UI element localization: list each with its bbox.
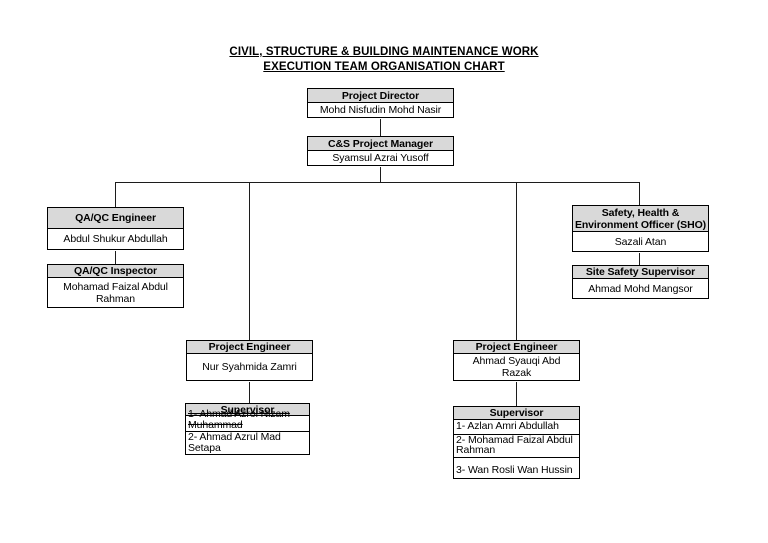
role-header: Site Safety Supervisor — [573, 266, 708, 279]
connector-qaqc-engineer-inspector — [115, 251, 116, 264]
role-header: Project Engineer — [454, 341, 579, 354]
role-label: C&S Project Manager — [328, 137, 433, 150]
connector-drop-qaqc-engineer — [115, 182, 116, 207]
org-node-project-engineer-right: Project Engineer Ahmad Syauqi Abd Razak — [453, 340, 580, 381]
member-item: 3- Wan Rosli Wan Hussin — [456, 463, 573, 476]
connector-manager-bus — [380, 167, 381, 182]
org-node-qaqc-inspector: QA/QC Inspector Mohamad Faizal Abdul Rah… — [47, 264, 184, 308]
person-name: Abdul Shukur Abdullah — [48, 229, 183, 249]
role-label: QA/QC Inspector — [73, 265, 158, 277]
person-name: Mohamad Faizal Abdul Rahman — [48, 278, 183, 307]
role-header: Project Director — [308, 89, 453, 103]
role-label: Project Engineer — [208, 341, 291, 353]
member-item: 2- Mohamad Faizal Abdul Rahman — [454, 434, 579, 458]
role-header: Safety, Health & Environment Officer (SH… — [573, 206, 708, 232]
page-title: CIVIL, STRUCTURE & BUILDING MAINTENANCE … — [0, 45, 768, 75]
role-header: Supervisor — [186, 404, 309, 416]
role-header: QA/QC Engineer — [48, 208, 183, 229]
role-header: C&S Project Manager — [308, 137, 453, 151]
role-label: QA/QC Engineer — [75, 212, 156, 224]
person-name: Nur Syahmida Zamri — [187, 354, 312, 380]
person-name-label: Mohd Nisfudin Mohd Nasir — [319, 104, 442, 116]
org-node-supervisor-right: Supervisor 1- Azlan Amri Abdullah 2- Moh… — [453, 406, 580, 479]
org-node-safety-officer: Safety, Health & Environment Officer (SH… — [572, 205, 709, 252]
person-name-label: Syamsul Azrai Yusoff — [332, 152, 429, 164]
page-title-line1: CIVIL, STRUCTURE & BUILDING MAINTENANCE … — [229, 46, 539, 58]
person-name-label: Ahmad Mohd Mangsor — [588, 282, 693, 295]
role-label-line1: Safety, Health & — [601, 206, 680, 219]
role-label: Project Director — [341, 89, 420, 102]
role-label: Site Safety Supervisor — [585, 266, 696, 278]
org-node-project-engineer-left: Project Engineer Nur Syahmida Zamri — [186, 340, 313, 381]
person-name-label: Ahmad Syauqi Abd Razak — [472, 355, 561, 379]
role-header: Project Engineer — [187, 341, 312, 354]
person-name: Syamsul Azrai Yusoff — [308, 151, 453, 165]
member-item-strikethrough: 1- Ahmad Azrol Nizam Muhammad — [186, 409, 309, 432]
person-name: Ahmad Mohd Mangsor — [573, 279, 708, 298]
connector-director-manager — [380, 119, 381, 136]
connector-bus-horizontal — [115, 182, 640, 183]
page-title-line2: EXECUTION TEAM ORGANISATION CHART — [263, 61, 505, 73]
role-label: Supervisor — [489, 407, 544, 419]
person-name: Ahmad Syauqi Abd Razak — [454, 354, 579, 380]
connector-engineer-supervisor-right — [516, 382, 517, 406]
role-label: Supervisor — [220, 403, 275, 416]
person-name-label: Nur Syahmida Zamri — [202, 361, 297, 373]
member-item: 2- Ahmad Azrul Mad Setapa — [188, 431, 281, 454]
member-item: 1- Azlan Amri Abdullah — [454, 420, 579, 435]
connector-drop-project-engineer-right — [516, 182, 517, 340]
role-label-line2: Environment Officer (SHO) — [574, 218, 707, 231]
person-name: Mohd Nisfudin Mohd Nasir — [308, 103, 453, 117]
org-node-qaqc-engineer: QA/QC Engineer Abdul Shukur Abdullah — [47, 207, 184, 250]
connector-drop-project-engineer-left — [249, 182, 250, 340]
connector-safety-officer-supervisor — [639, 253, 640, 265]
org-node-cs-project-manager: C&S Project Manager Syamsul Azrai Yusoff — [307, 136, 454, 166]
role-label: Project Engineer — [475, 341, 558, 353]
role-header: QA/QC Inspector — [48, 265, 183, 278]
org-node-site-safety-supervisor: Site Safety Supervisor Ahmad Mohd Mangso… — [572, 265, 709, 299]
person-name: Sazali Atan — [573, 232, 708, 251]
role-header: Supervisor — [454, 407, 579, 420]
org-node-supervisor-left: Supervisor 1- Ahmad Azrol Nizam Muhammad… — [185, 403, 310, 455]
connector-drop-safety-officer — [639, 182, 640, 205]
person-name-label: Sazali Atan — [614, 235, 667, 248]
connector-engineer-supervisor-left — [249, 382, 250, 403]
org-node-project-director: Project Director Mohd Nisfudin Mohd Nasi… — [307, 88, 454, 118]
person-name-label: Abdul Shukur Abdullah — [63, 233, 168, 245]
person-name-label: Mohamad Faizal Abdul Rahman — [63, 280, 168, 305]
